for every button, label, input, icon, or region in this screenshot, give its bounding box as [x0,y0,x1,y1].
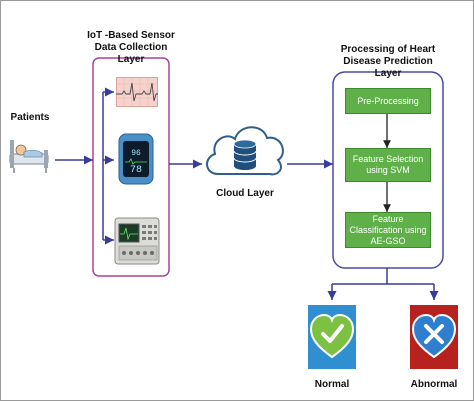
iot-layer-title: IoT -Based Sensor Data Collection Layer [87,30,175,65]
svg-text:78: 78 [130,165,142,176]
normal-label: Normal [314,379,350,390]
processing-layer-box [332,71,444,269]
cloud-database-icon [206,126,284,176]
abnormal-label: Abnormal [410,379,458,390]
pulse-oximeter-icon: 96 78 [118,133,154,185]
stage-box-preprocessing: Pre-Processing [345,88,431,114]
heart-cross-icon [410,305,458,369]
patient-in-bed-icon [9,140,49,173]
patients-label: Patients [10,112,50,123]
heart-check-icon [308,305,356,369]
processing-layer-title: Processing of Heart Disease Prediction L… [340,44,436,79]
stage-box-feature-classification: Feature Classification using AE-GSO [345,212,431,248]
cloud-layer-label: Cloud Layer [216,188,274,199]
ecg-monitor-icon [114,217,160,265]
iot-layer-box [92,57,170,277]
stage-box-feature-selection: Feature Selection using SVM [345,148,431,182]
ecg-strip-icon [116,77,158,107]
svg-text:96: 96 [131,149,141,158]
